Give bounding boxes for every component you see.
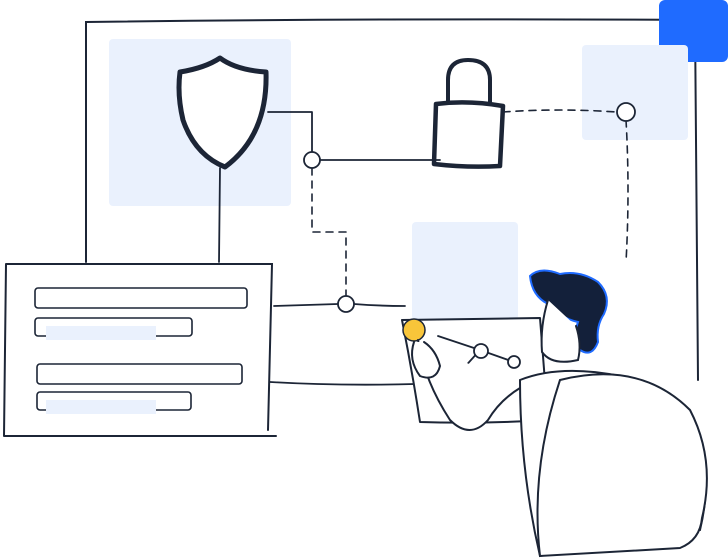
- graph-node-1: [473, 343, 489, 359]
- node-to-tablet-line: [353, 303, 406, 307]
- dashed-link-lock-key: [502, 109, 617, 113]
- dashed-link-key-down: [625, 119, 629, 263]
- list-to-node-line: [273, 303, 339, 307]
- lock-icon: [431, 57, 506, 169]
- face: [540, 299, 581, 363]
- shield-to-node-line: [267, 111, 313, 153]
- list-bottom-connector: [269, 381, 416, 386]
- hand: [411, 341, 442, 379]
- graph-node-2: [507, 355, 521, 369]
- shield-icon: [176, 55, 269, 170]
- highlight-dot: [402, 318, 426, 342]
- list-row-4-fill: [46, 400, 156, 414]
- person-figure: [411, 269, 708, 558]
- dashed-link-node-down: [311, 167, 347, 299]
- list-row-3: [36, 363, 243, 385]
- node-lower: [337, 295, 355, 313]
- list-row-2-fill: [46, 326, 156, 340]
- chair-back: [536, 373, 708, 558]
- key-panel: [582, 45, 688, 140]
- list-window: [3, 263, 277, 437]
- node-key: [616, 102, 636, 122]
- node-upper: [303, 151, 321, 169]
- list-row-1: [34, 287, 248, 309]
- main-frame: [85, 18, 699, 381]
- center-panel: [412, 222, 518, 320]
- shield-down-line: [218, 167, 221, 263]
